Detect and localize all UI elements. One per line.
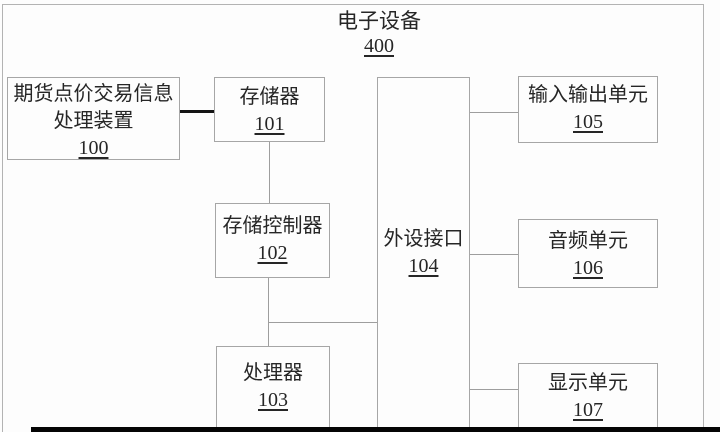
connector-peripheral-interface-to-display-unit bbox=[470, 389, 518, 390]
node-label-line: 处理装置 bbox=[53, 110, 134, 132]
node-ref: 107 bbox=[573, 399, 603, 421]
node-peripheral-interface-104: 外设接口 104 bbox=[377, 77, 470, 428]
node-ref: 100 bbox=[78, 137, 109, 159]
node-processor-103: 处理器 103 bbox=[216, 346, 330, 428]
node-storage-controller-102: 存储控制器 102 bbox=[215, 203, 330, 278]
node-audio-unit-106: 音频单元 106 bbox=[518, 219, 658, 288]
node-memory-101: 存储器 101 bbox=[214, 77, 325, 142]
title-label: 电子设备 bbox=[337, 9, 421, 33]
node-label-line: 音频单元 bbox=[548, 230, 628, 252]
title-ref: 400 bbox=[364, 35, 394, 57]
bottom-crop-bar bbox=[31, 427, 720, 432]
node-label-line: 存储器 bbox=[239, 86, 300, 108]
device-outer-frame bbox=[2, 4, 704, 432]
node-ref: 104 bbox=[408, 254, 439, 277]
node-ref: 103 bbox=[258, 389, 288, 411]
node-ref: 105 bbox=[573, 111, 603, 133]
node-display-unit-107: 显示单元 107 bbox=[518, 363, 658, 428]
node-input-output-unit-105: 输入输出单元 105 bbox=[518, 76, 658, 143]
node-label-line: 存储控制器 bbox=[222, 215, 323, 237]
connector-peripheral-interface-to-io-unit bbox=[470, 112, 518, 113]
diagram-title: 电子设备 400 bbox=[318, 9, 440, 57]
connector-memory-to-storage-controller bbox=[269, 142, 270, 203]
node-processing-device-100: 期货点价交易信息 处理装置 100 bbox=[7, 77, 180, 160]
node-label-line: 期货点价交易信息 bbox=[13, 83, 174, 105]
connector-device-to-memory bbox=[180, 110, 214, 113]
node-label-line: 显示单元 bbox=[548, 372, 628, 394]
connector-peripheral-interface-to-audio-unit bbox=[470, 254, 518, 255]
node-ref: 101 bbox=[254, 113, 285, 135]
node-ref: 102 bbox=[257, 242, 288, 264]
node-ref: 106 bbox=[573, 257, 603, 279]
connector-storage-controller-to-peripheral-interface bbox=[268, 322, 377, 323]
connector-storage-controller-to-processor bbox=[268, 278, 269, 346]
node-label-line: 外设接口 bbox=[383, 227, 464, 250]
node-label-line: 处理器 bbox=[243, 362, 303, 384]
node-label-line: 输入输出单元 bbox=[528, 84, 648, 106]
